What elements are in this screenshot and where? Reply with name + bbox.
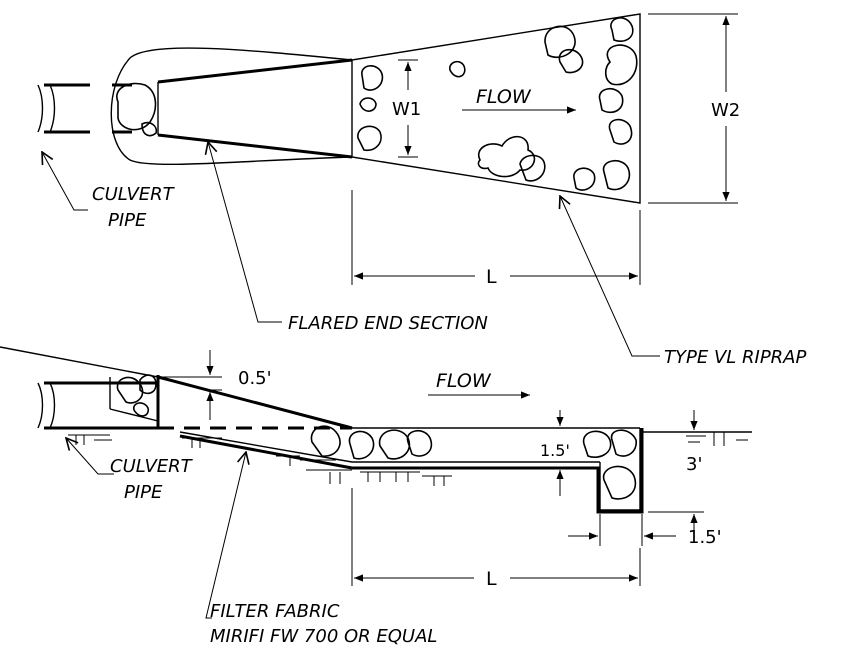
dimension-w1	[398, 59, 418, 158]
label-culvert-plan-1: CULVERT	[92, 184, 176, 205]
embankment-slope	[0, 346, 159, 378]
label-width: 1.5'	[688, 527, 722, 548]
plan-flared-end-section	[110, 47, 353, 166]
plan-riprap-apron	[351, 13, 641, 204]
label-flow-profile: FLOW	[436, 370, 492, 392]
plan-view: W1 W2 FLOW L CULVERT PIPE FLARED END SEC…	[37, 13, 806, 368]
label-step-height: 1.5'	[540, 441, 570, 460]
dimension-w2	[648, 13, 738, 204]
label-top-thickness: 0.5'	[238, 368, 272, 389]
label-depth: 3'	[686, 454, 702, 475]
label-w2: W2	[711, 100, 740, 121]
label-filter-fabric-2: MIRIFI FW 700 OR EQUAL	[210, 626, 437, 647]
leader-riprap	[560, 196, 660, 357]
dimension-width	[568, 514, 676, 546]
label-culvert-plan-2: PIPE	[108, 210, 147, 231]
label-filter-fabric-1: FILTER FABRIC	[210, 601, 340, 622]
label-culvert-profile-1: CULVERT	[110, 456, 194, 477]
label-flow-plan: FLOW	[476, 86, 532, 108]
leader-flared-end	[208, 142, 282, 323]
label-l-plan: L	[486, 266, 497, 288]
label-w1: W1	[392, 99, 421, 120]
profile-view: 0.5' FLOW 1.5' 3' 1.5'	[0, 346, 752, 647]
label-l-profile: L	[486, 568, 497, 590]
profile-riprap-bed	[179, 425, 644, 514]
dimension-l-profile	[351, 488, 641, 586]
dimension-top-thickness	[160, 350, 222, 420]
leader-culvert-profile	[66, 438, 114, 475]
dimension-step-height	[548, 410, 582, 496]
label-riprap: TYPE VL RIPRAP	[664, 347, 806, 368]
label-flared-end: FLARED END SECTION	[288, 313, 488, 334]
profile-flared-end-section	[109, 374, 353, 430]
dimension-depth	[648, 410, 704, 540]
leader-filter-fabric	[205, 452, 246, 619]
dimension-l-plan	[351, 190, 641, 285]
leader-culvert-plan	[42, 152, 88, 211]
label-culvert-profile-2: PIPE	[124, 482, 163, 503]
